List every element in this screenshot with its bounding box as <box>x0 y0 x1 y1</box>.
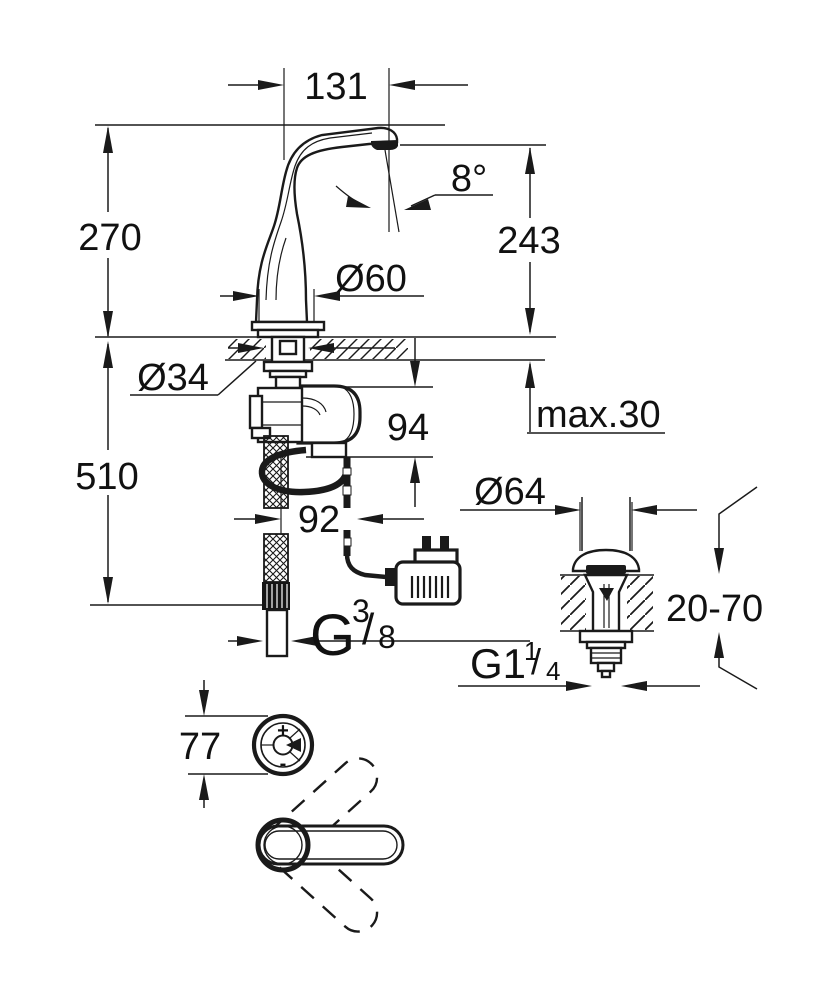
dim-mixer-depth: 94 <box>306 338 433 507</box>
faucet-inner-contour-2 <box>275 237 287 301</box>
label-control-diameter: 77 <box>179 726 221 768</box>
knob-minus-label: - <box>280 753 287 775</box>
plug-body <box>394 560 462 606</box>
power-cable <box>258 446 387 580</box>
label-waste-thread-denominator: 4 <box>546 656 560 686</box>
handle-hinge <box>255 817 311 873</box>
label-waste-thread-numerator: 1 <box>524 636 538 666</box>
plug-cable-nib <box>385 568 397 586</box>
faucet-base-plate <box>250 320 326 332</box>
shank-adapter <box>274 375 302 390</box>
label-hose-spread: 92 <box>298 499 340 541</box>
mounting-nut <box>262 360 314 373</box>
knob-arrow <box>286 738 301 752</box>
power-plug <box>385 536 462 606</box>
control-box-connector <box>310 441 348 459</box>
dim-spout-reach: 131 <box>228 66 468 232</box>
control-knob-detail: 77 + - <box>179 680 315 808</box>
plug-prong <box>422 536 431 552</box>
deck-hatch-left <box>561 576 586 630</box>
dim-deck-max: max.30 <box>525 361 665 436</box>
hose-end-nut <box>262 582 290 610</box>
label-body-diameter: Ø60 <box>335 258 407 300</box>
faucet-body <box>250 126 399 339</box>
label-waste-thread-prefix: G1 <box>470 640 526 687</box>
dim-hose-length: 510 <box>75 341 262 606</box>
label-total-height: 270 <box>78 217 141 259</box>
hose-thread-g38 <box>265 608 289 658</box>
label-waste-thread-slash: / <box>531 641 541 682</box>
label-hose-length: 510 <box>75 456 138 498</box>
dim-spray-angle: 8° <box>335 149 493 233</box>
label-supply-thread-slash: / <box>362 605 375 654</box>
label-waste-cap-diameter: Ø64 <box>474 471 546 513</box>
label-outlet-height: 243 <box>497 220 560 262</box>
label-mixer-depth: 94 <box>387 407 429 449</box>
dim-hole-diameter: Ø34 <box>130 343 395 399</box>
drain-detail: Ø64 20-70 G1 1 / 4 <box>458 471 763 691</box>
dim-waste-cap-diameter: Ø64 <box>460 471 697 551</box>
dim-hose-spread: 92 <box>234 452 424 541</box>
label-spout-reach: 131 <box>304 66 367 108</box>
spout-aerator <box>371 140 398 150</box>
label-hole-diameter: Ø34 <box>137 357 209 399</box>
drain-body <box>583 573 629 633</box>
label-deck-max: max.30 <box>536 394 661 436</box>
dim-waste-thread: G1 1 / 4 <box>458 636 700 691</box>
label-spray-angle: 8° <box>451 158 487 200</box>
drain-stem <box>599 588 614 601</box>
faucet-inner-contour <box>265 132 373 301</box>
dim-body-diameter: Ø60 <box>220 258 424 322</box>
dim-deck-thickness: 20-70 <box>666 486 763 690</box>
drain-thread-g114 <box>589 646 623 665</box>
dim-outlet-height: 243 <box>400 144 561 335</box>
handle-swing-detail <box>255 757 405 933</box>
label-supply-thread-denominator: 8 <box>378 619 396 655</box>
label-supply-thread-numerator: 3 <box>352 593 370 629</box>
plug-prong <box>440 536 449 552</box>
counter-hatch-right <box>310 339 408 359</box>
label-supply-thread-prefix: G <box>310 603 355 668</box>
label-deck-thickness: 20-70 <box>666 588 763 630</box>
dim-supply-thread: G 3 / 8 <box>228 593 530 668</box>
knob-plus-label: + <box>277 720 289 742</box>
drain-locknut <box>578 629 634 644</box>
dim-total-height: 270 <box>78 124 445 338</box>
braided-hose <box>262 435 290 658</box>
deck-hatch-right <box>627 576 653 630</box>
drain-cap-gasket <box>586 565 626 574</box>
under-counter-assembly <box>248 335 462 658</box>
hose-elbow <box>248 394 264 430</box>
